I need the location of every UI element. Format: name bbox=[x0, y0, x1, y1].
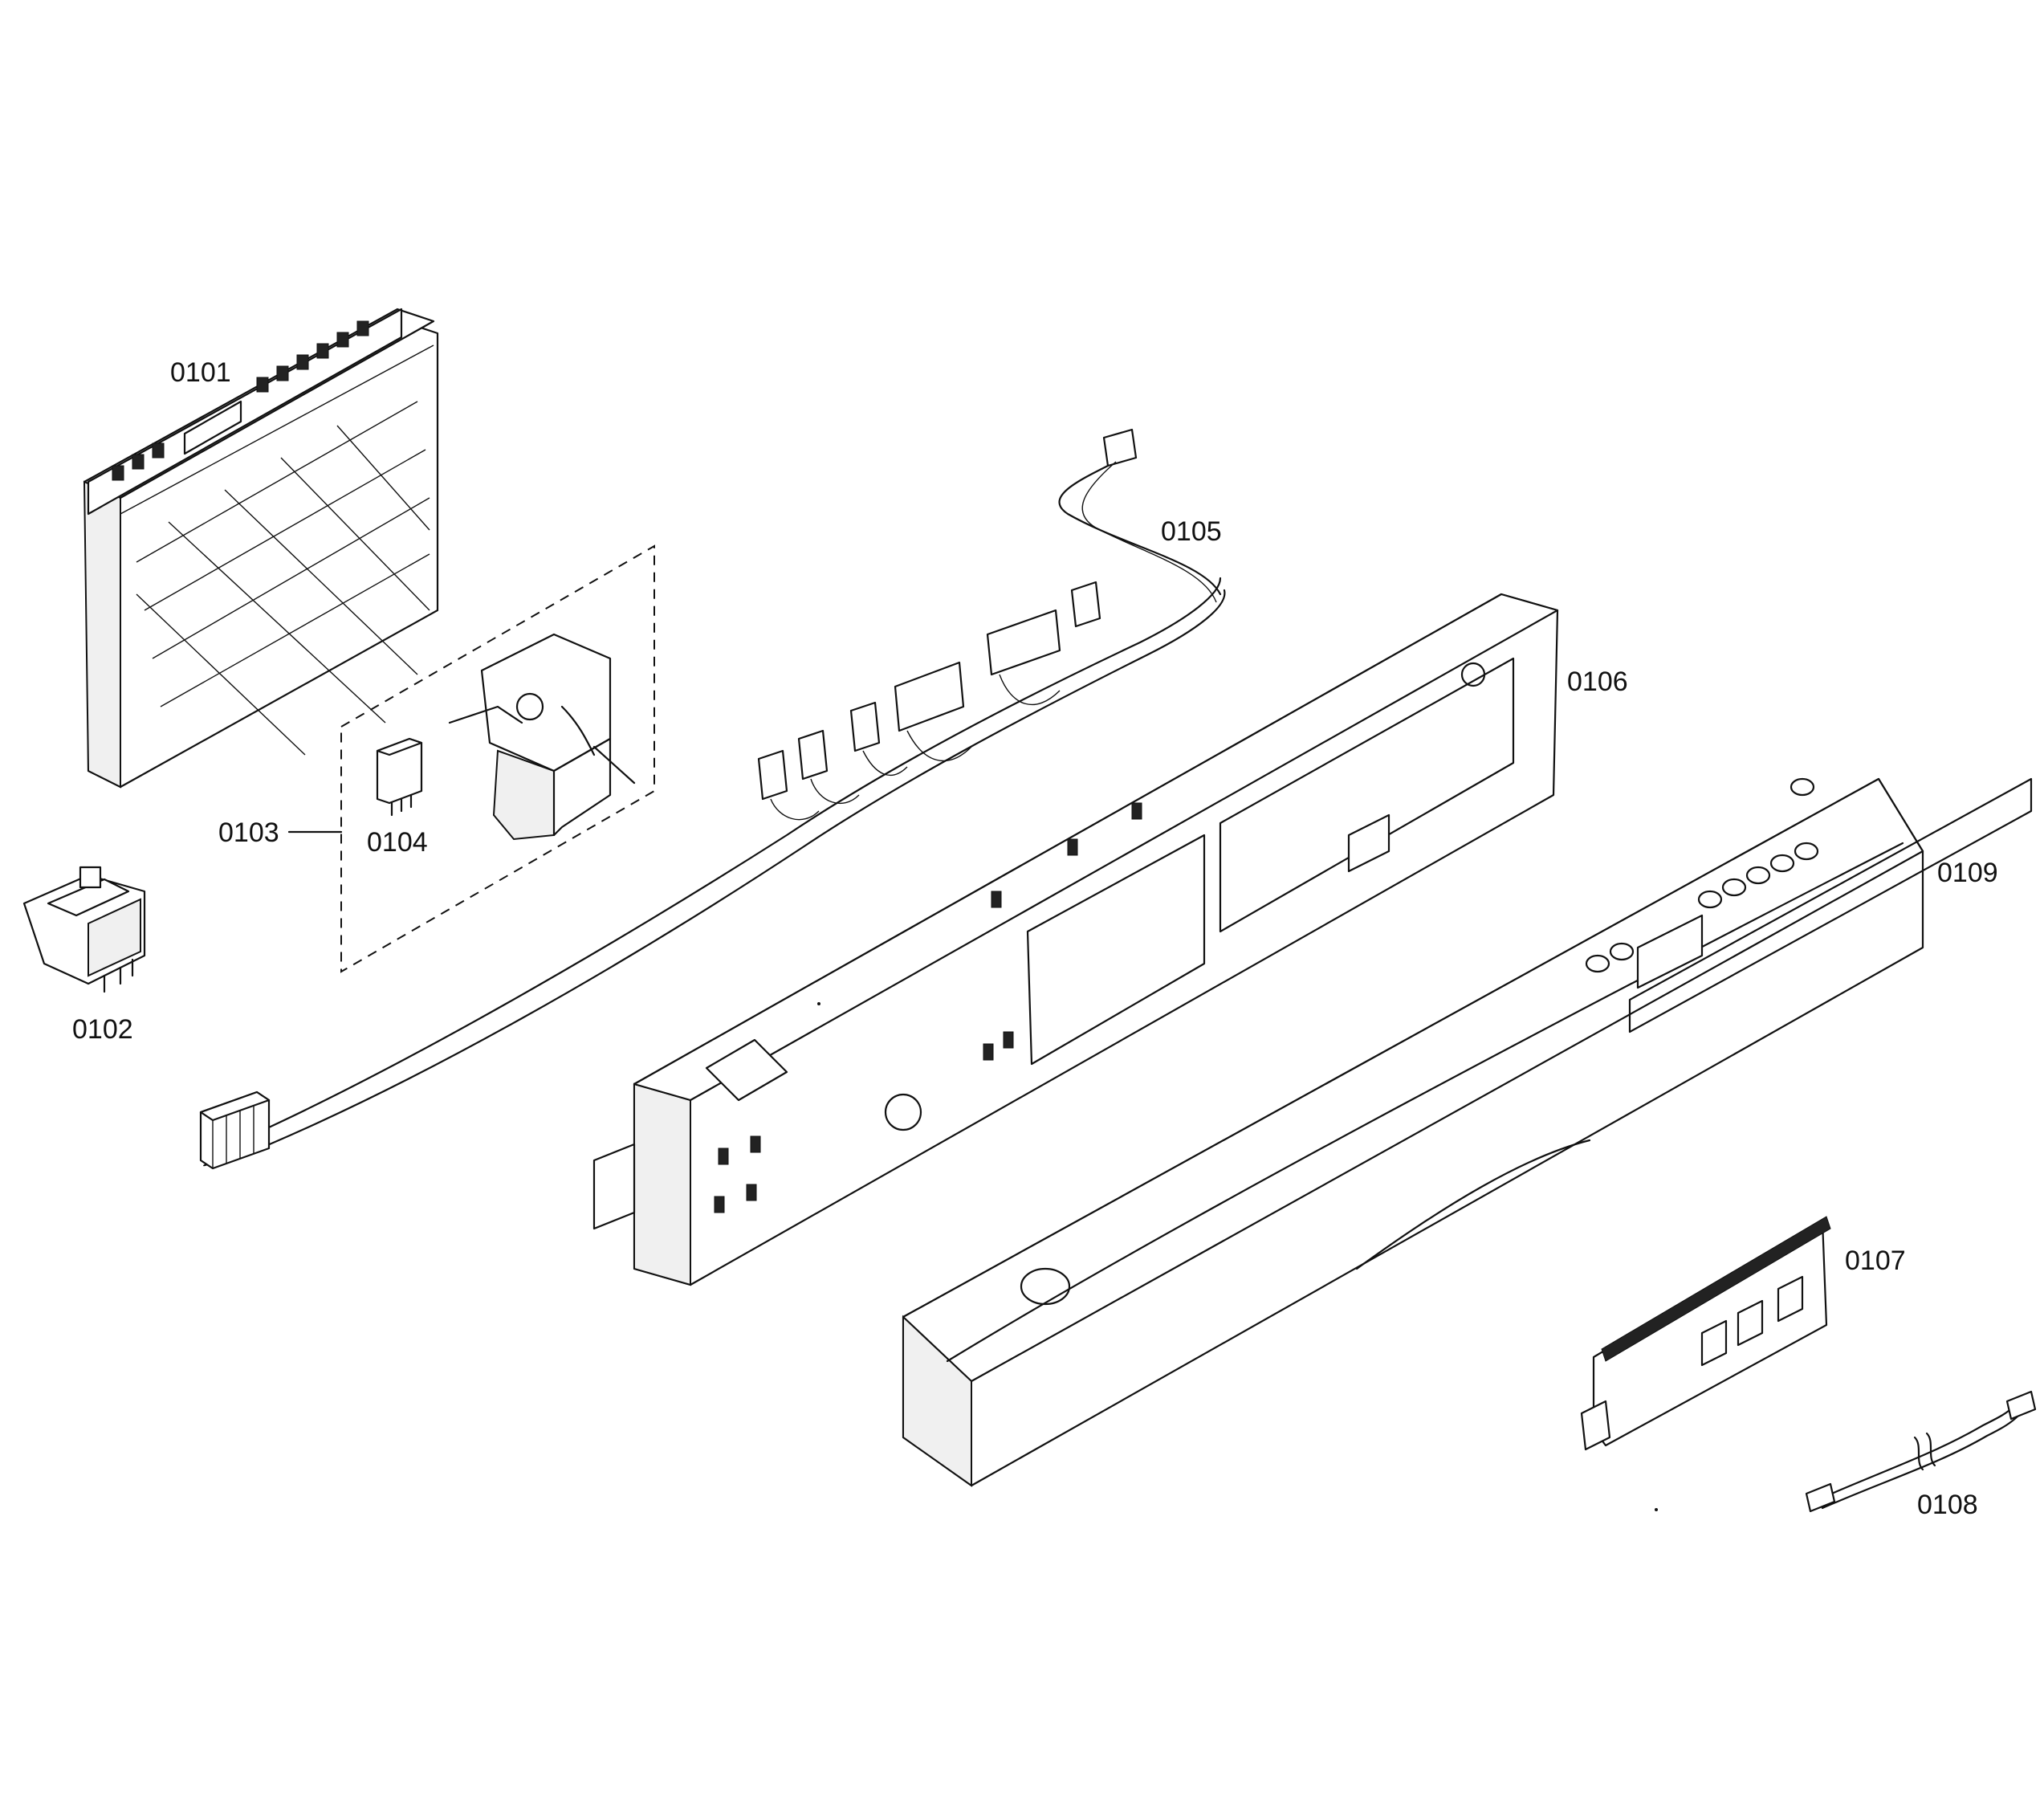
part-0109-fascia-panel[interactable] bbox=[902, 777, 2033, 1487]
label-0102: 0102 bbox=[72, 1014, 133, 1045]
part-0101-control-housing[interactable] bbox=[83, 308, 439, 789]
label-0106: 0106 bbox=[1567, 667, 1628, 697]
part-0108-cable[interactable] bbox=[1805, 1390, 2037, 1513]
label-0109: 0109 bbox=[1937, 858, 1998, 888]
label-0103: 0103 bbox=[218, 817, 279, 848]
label-0101: 0101 bbox=[170, 357, 231, 388]
label-0105: 0105 bbox=[1161, 516, 1222, 547]
part-door-switch[interactable] bbox=[448, 633, 636, 841]
label-0108: 0108 bbox=[1917, 1490, 1978, 1520]
part-0104-capacitor[interactable] bbox=[376, 737, 423, 817]
part-0105-wire-harness[interactable] bbox=[199, 428, 1226, 1170]
label-0104: 0104 bbox=[367, 827, 428, 858]
label-0107: 0107 bbox=[1845, 1245, 1906, 1276]
part-0102-switch[interactable] bbox=[22, 866, 146, 993]
part-0106-control-frame[interactable] bbox=[592, 593, 1559, 1286]
part-0103-group-outline bbox=[287, 544, 655, 973]
part-0107-display-board[interactable] bbox=[1580, 1216, 1831, 1451]
